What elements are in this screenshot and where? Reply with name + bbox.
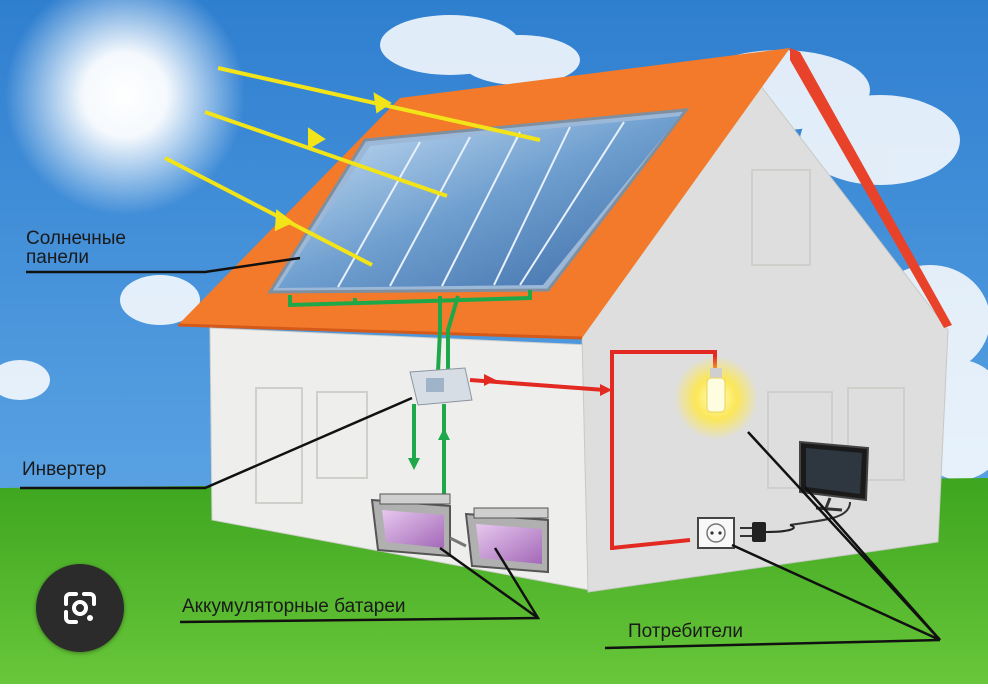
google-lens-icon (64, 592, 96, 624)
socket-icon (697, 517, 735, 549)
leader-lines (20, 256, 941, 650)
solar-panel-surface (278, 116, 680, 288)
google-lens-button[interactable] (36, 564, 124, 652)
plug-icon (740, 522, 795, 542)
inverter-box (409, 367, 473, 406)
label-solar-panels-line1: Солнечные (26, 228, 127, 249)
roof-edge (790, 48, 952, 328)
sun-rays (164, 66, 541, 267)
battery-left (370, 493, 451, 558)
light-bulb-icon (674, 356, 758, 440)
bottom-strip (0, 684, 988, 700)
label-solar-panels-line2: панели (26, 247, 89, 268)
solar-panel-dividers (337, 121, 625, 288)
dc-wires (288, 290, 532, 495)
label-consumers: Потребители (628, 621, 744, 642)
battery-right (464, 507, 549, 574)
tv-icon (789, 440, 870, 526)
label-inverter: Инвертер (22, 459, 107, 480)
sun (5, 0, 245, 215)
label-batteries: Аккумуляторные батареи (182, 596, 406, 617)
